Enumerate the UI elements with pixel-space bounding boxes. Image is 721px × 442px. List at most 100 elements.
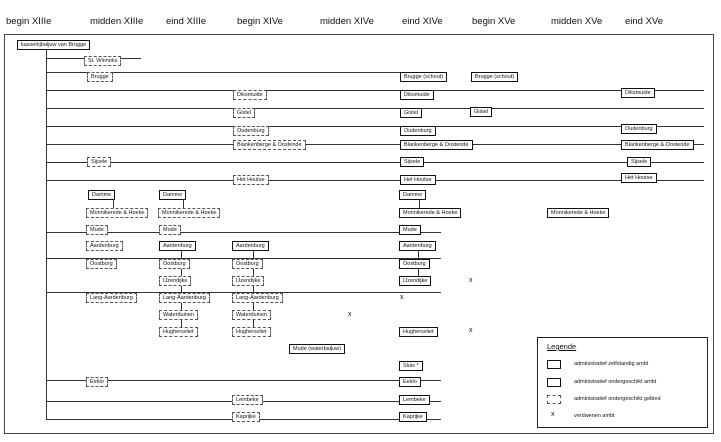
- diagram-frame: [4, 34, 714, 434]
- row-line: [46, 232, 441, 233]
- row-line: [46, 108, 704, 109]
- legend-x-symbol: x: [551, 411, 555, 418]
- box-monnikerede-hoeke: Monnikerede & Hoeke: [547, 208, 610, 218]
- box-sint-winnoks: St. Winnoks: [84, 56, 122, 66]
- box-ijzendijke: IJzendijke: [399, 276, 432, 286]
- box-sijsele: Sijsele: [627, 157, 652, 167]
- box-aardenburg: Aardenburg: [399, 241, 436, 251]
- box-mude: Mude: [399, 225, 421, 235]
- box-oudenburg: Oudenburg: [233, 126, 269, 136]
- box-oudenburg: Oudenburg: [621, 124, 657, 134]
- box-hughersvliet: Hughersvliet: [159, 327, 198, 337]
- row-line: [46, 144, 704, 145]
- box-diksmuide: Diksmuide: [621, 88, 655, 98]
- column-header: midden XIVe: [320, 16, 374, 27]
- connector-line: [419, 200, 420, 212]
- column-header: eind XIVe: [402, 16, 443, 27]
- box-hughersvliet: Hughersvliet: [399, 327, 438, 337]
- box-hughersvliet: Hughersvliet: [232, 327, 271, 337]
- legend-label: administratief ondergeschikt ambt: [574, 379, 657, 385]
- box-aardenburg: Aardenburg: [232, 241, 269, 251]
- box-kaprijke: Kaprijke: [232, 412, 260, 422]
- box-sluis: Sluis *: [399, 361, 423, 371]
- disappeared-mark: x: [469, 327, 473, 334]
- legend-swatch-dashed: [547, 395, 561, 404]
- column-header: midden XVe: [551, 16, 603, 27]
- box-kaprijke: Kaprijke: [399, 412, 427, 422]
- connector-line: [183, 200, 184, 210]
- box-blankenberge-oostende: Blankenberge & Oostende: [621, 140, 694, 150]
- box-damme: Damme: [159, 190, 187, 200]
- column-header: begin XIVe: [237, 16, 283, 27]
- row-line: [46, 126, 704, 127]
- box-oostburg: Oostburg: [159, 259, 190, 269]
- box-het-houtse: Het Houtse: [233, 175, 269, 185]
- box-sijsele: Sijsele: [87, 157, 112, 167]
- disappeared-mark: x: [348, 311, 352, 318]
- box-brugge: Brugge: [87, 72, 113, 82]
- disappeared-mark: x: [400, 294, 404, 301]
- box-waterduinen: Waterduinen: [159, 310, 198, 320]
- box-monnikerede-hoeke: Monnikerede & Hoeke: [86, 208, 149, 218]
- legend-label: administratief zelfstandig ambt: [574, 361, 649, 367]
- box-oostburg: Oostburg: [232, 259, 263, 269]
- legend-label: verdwenen ambt: [574, 413, 615, 419]
- box-lang-aardenburg: Lang-Aardenburg: [86, 293, 137, 303]
- box-oudenburg: Oudenburg: [400, 126, 436, 136]
- box-oostburg: Oostburg: [86, 259, 117, 269]
- box-ijzendijke: IJzendijke: [159, 276, 192, 286]
- box-gistel: Gistel: [470, 107, 493, 117]
- box-lang-aardenburg: Lang-Aardenburg: [159, 293, 210, 303]
- row-line: [46, 292, 441, 293]
- row-line: [46, 162, 704, 163]
- box-monnikerede-hoeke: Monnikerede & Hoeke: [399, 208, 462, 218]
- legend-label: administratief ondergeschikt gebied: [574, 396, 661, 402]
- box-mude: Mude: [159, 225, 181, 235]
- box-brugge-schout: Brugge (schout): [471, 72, 519, 82]
- connector-line: [253, 250, 254, 332]
- box-eeklo: Eeklo: [86, 377, 108, 387]
- box-mude: Mude: [86, 225, 108, 235]
- box-lembeke: Lembeke: [232, 395, 263, 405]
- box-sijsele: Sijsele: [400, 157, 425, 167]
- box-lembeke: Lembeke: [399, 395, 430, 405]
- box-oostburg: Oostburg: [399, 259, 430, 269]
- column-header: midden XIIIe: [90, 16, 144, 27]
- legend-swatch-solid: [547, 360, 561, 369]
- box-lang-aardenburg: Lang-Aardenburg: [232, 293, 283, 303]
- box-damme: Damme: [88, 190, 116, 200]
- box-brugge-schout: Brugge (schout): [400, 72, 448, 82]
- connector-line: [113, 200, 114, 210]
- column-header: eind XVe: [625, 16, 664, 27]
- row-line: [46, 90, 704, 91]
- box-blankenberge-oostende: Blankenberge & Oostende: [233, 140, 306, 150]
- row-line: [46, 72, 441, 73]
- disappeared-mark: x: [469, 277, 473, 284]
- box-het-houtse: Het Houtse: [400, 175, 436, 185]
- trunk-line: [46, 49, 47, 420]
- box-aardenburg: Aardenburg: [159, 241, 196, 251]
- box-diksmuide: Diksmuide: [400, 90, 434, 100]
- box-blankenberge-oostende: Blankenberge & Oostende: [400, 140, 473, 150]
- box-diksmuide: Diksmuide: [233, 90, 267, 100]
- box-root: kasselrijbaljuw van Brugge: [17, 40, 91, 50]
- box-ijzendijke: IJzendijke: [232, 276, 265, 286]
- legend-swatch-solid: [547, 378, 561, 387]
- box-waterduinen: Waterduinen: [232, 310, 271, 320]
- connector-line: [181, 250, 182, 332]
- box-eeklo: Eeklo: [399, 377, 421, 387]
- column-header: begin XVe: [472, 16, 516, 27]
- box-monnikerede-hoeke: Monnikerede & Hoeke: [158, 208, 221, 218]
- row-line: [46, 380, 441, 381]
- box-het-houtse: Het Houtse: [621, 173, 657, 183]
- legend-title: Legende: [547, 342, 577, 351]
- column-header: begin XIIIe: [6, 16, 52, 27]
- box-mude-waterbaljuw: Mude (waterbaljuw): [289, 344, 345, 354]
- column-header: eind XIIIe: [166, 16, 207, 27]
- box-aardenburg: Aardenburg: [86, 241, 123, 251]
- box-gistel: Gistel: [400, 108, 423, 118]
- row-line: [46, 258, 441, 259]
- legend: Legende administratief zelfstandig ambt …: [537, 337, 708, 428]
- box-gistel: Gistel: [233, 108, 256, 118]
